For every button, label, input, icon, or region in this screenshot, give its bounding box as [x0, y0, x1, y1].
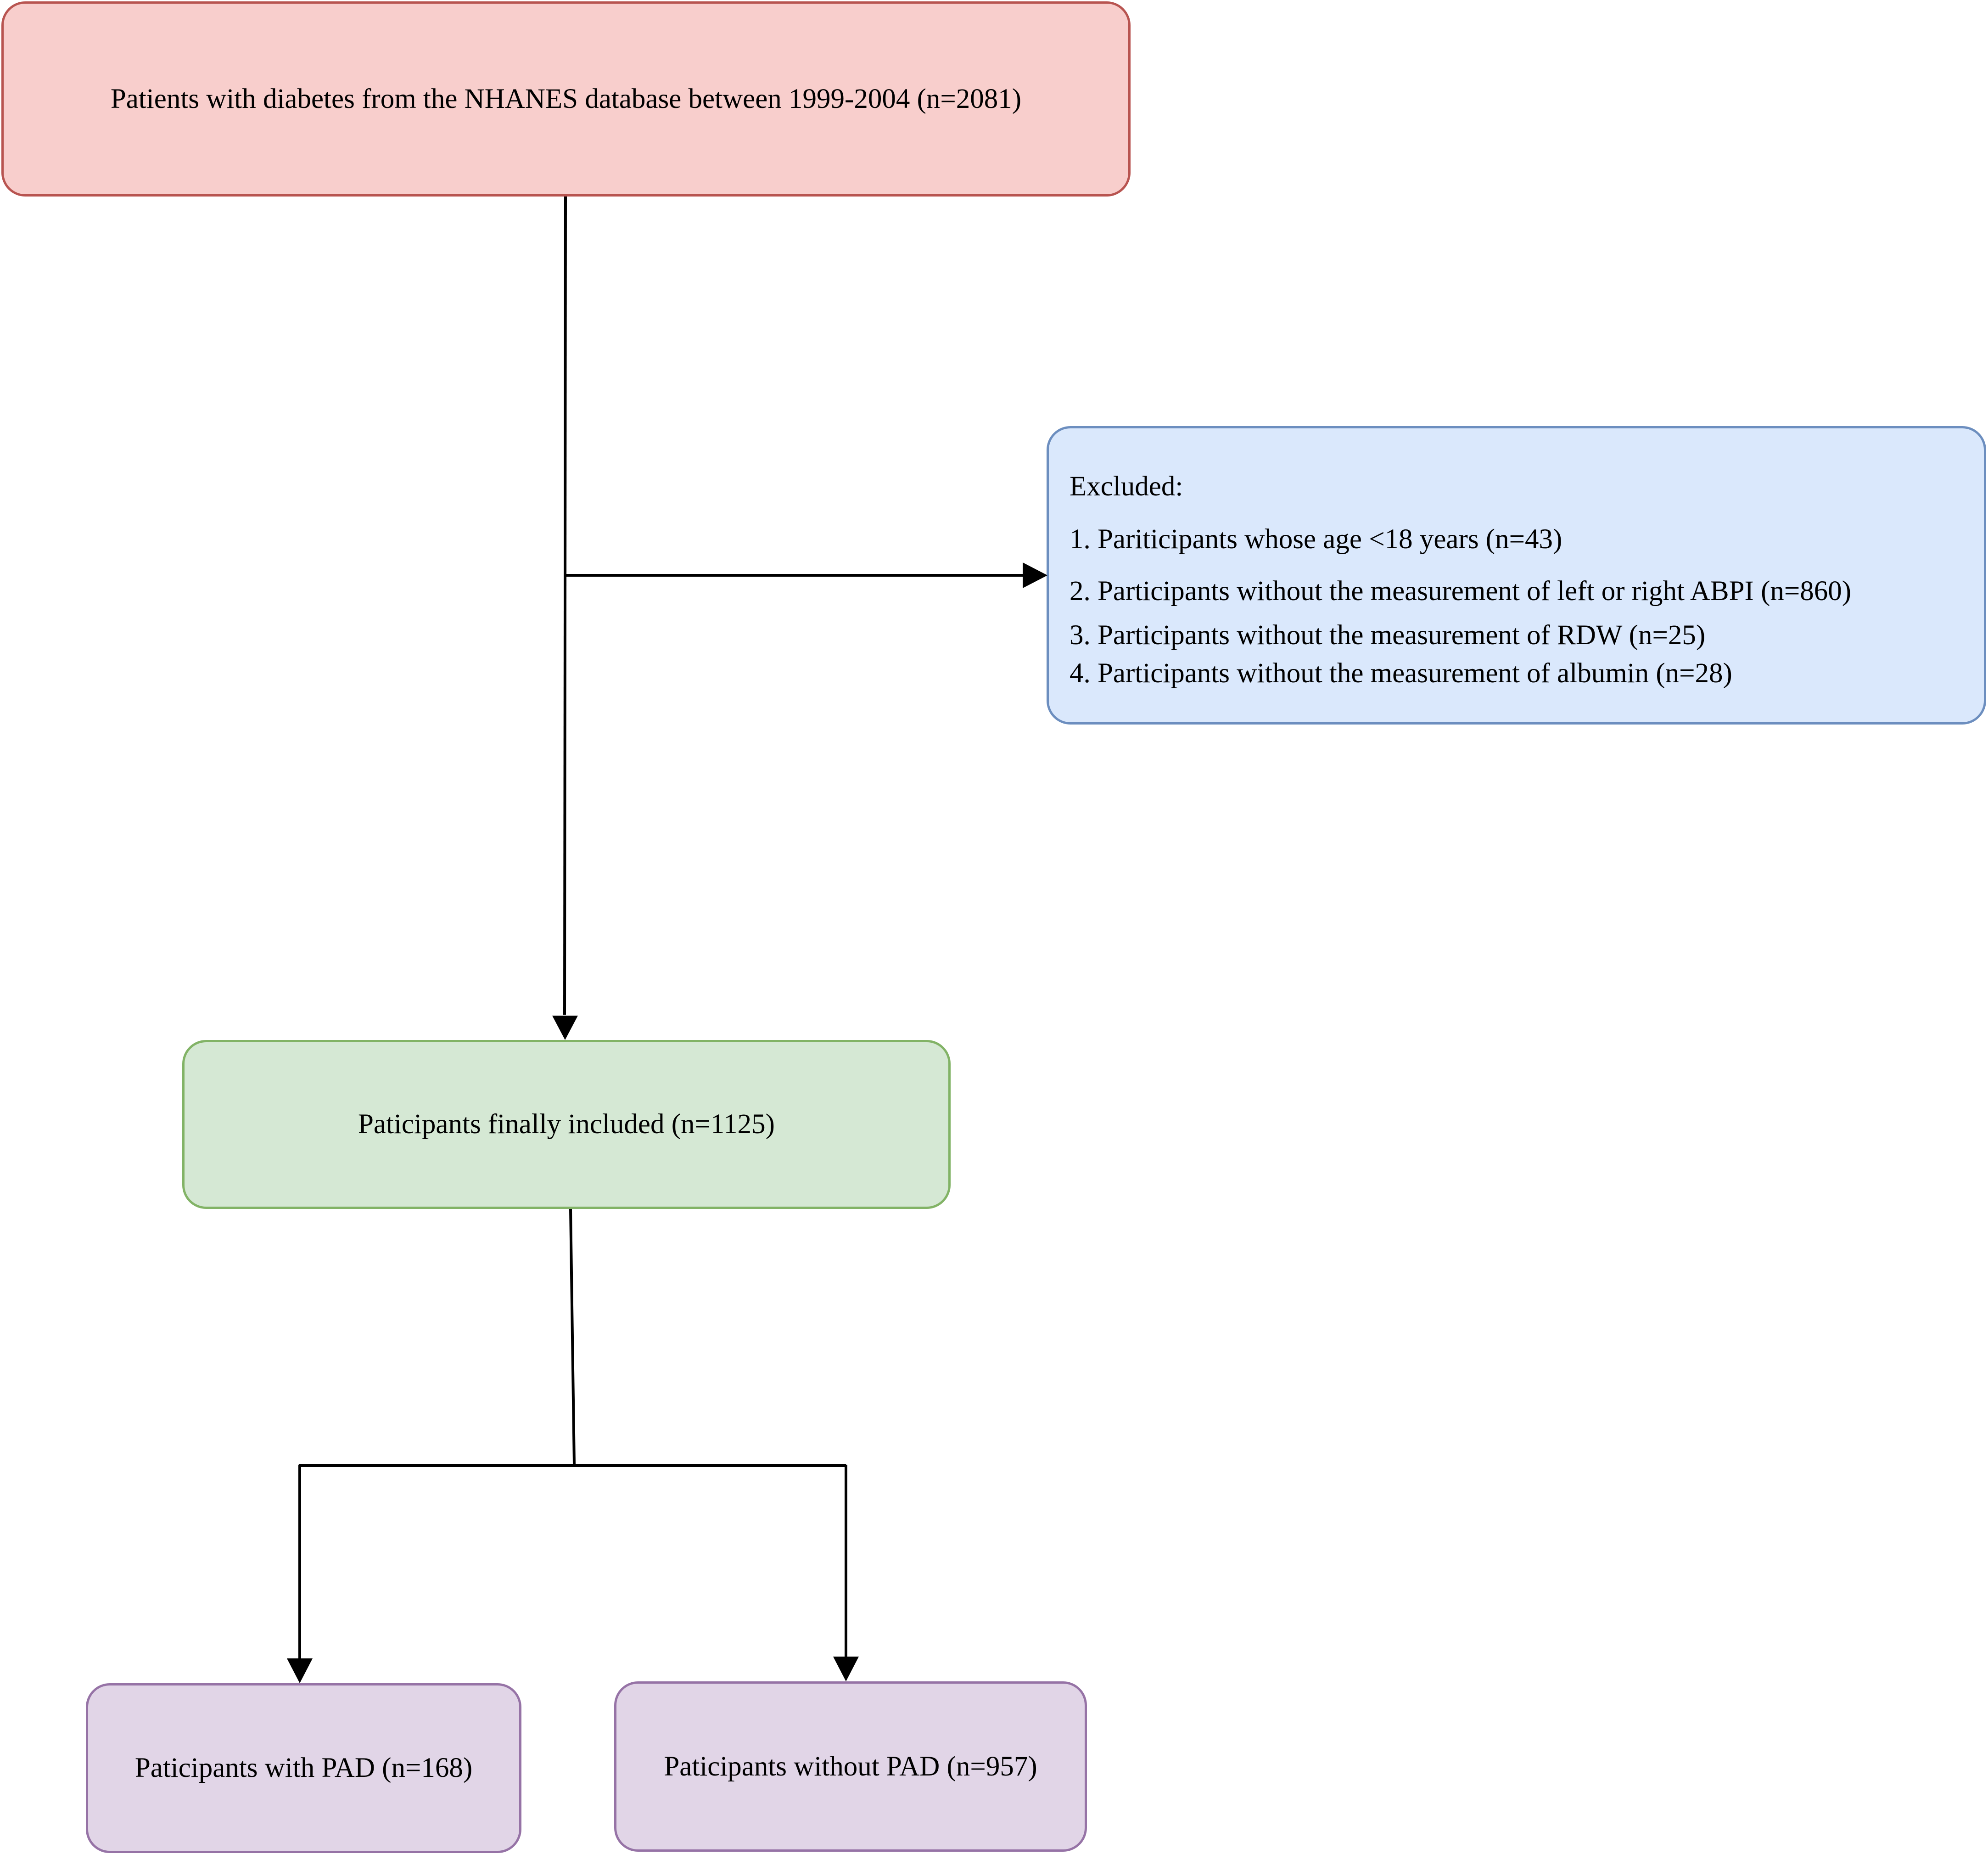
excluded-box: Excluded: 1. Pariticipants whose age <18… [1047, 426, 1986, 725]
pad-label: Paticipants with PAD (n=168) [134, 1753, 473, 1784]
included-label: Paticipants finally included (n=1125) [358, 1109, 775, 1140]
pad-box: Paticipants with PAD (n=168) [86, 1683, 521, 1853]
source-population-label: Patients with diabetes from the NHANES d… [110, 83, 1022, 114]
arrowhead-to-excluded [1023, 562, 1047, 588]
main-vertical-connector [563, 196, 567, 1015]
excluded-item-albumin: 4. Participants without the measurement … [1070, 658, 1732, 689]
excluded-item-rdw: 3. Participants without the measurement … [1070, 620, 1706, 651]
arrowhead-to-no-pad [833, 1657, 859, 1681]
arrowhead-to-included [552, 1016, 578, 1040]
no-pad-label: Paticipants without PAD (n=957) [664, 1751, 1037, 1782]
excluded-item-abpi: 2. Participants without the measurement … [1070, 576, 1852, 607]
no-pad-box: Paticipants without PAD (n=957) [614, 1681, 1087, 1852]
excluded-heading: Excluded: [1070, 471, 1183, 502]
source-population-box: Patients with diabetes from the NHANES d… [1, 1, 1131, 197]
excluded-item-age: 1. Pariticipants whose age <18 years (n=… [1070, 524, 1562, 555]
arrowhead-to-pad [287, 1658, 313, 1683]
included-box: Paticipants finally included (n=1125) [182, 1040, 951, 1209]
split-vertical-connector [569, 1208, 576, 1465]
